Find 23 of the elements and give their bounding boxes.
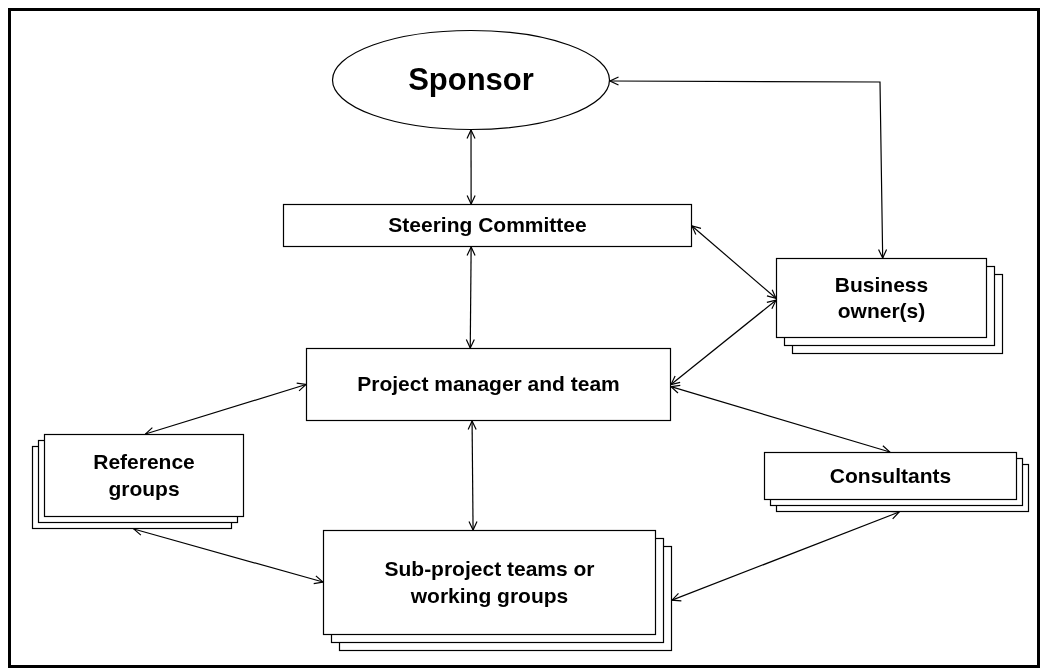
arrow	[670, 299, 777, 386]
node-label: Sub-project teams or working groups	[383, 556, 596, 609]
arrow	[144, 382, 307, 436]
node-label: Consultants	[829, 462, 952, 489]
node-label: Business owner(s)	[833, 271, 930, 324]
stacked-box	[323, 530, 672, 651]
stacked-box	[32, 434, 244, 529]
process-box	[306, 348, 671, 421]
arrow	[671, 510, 900, 602]
node-label: Sponsor	[408, 60, 534, 99]
ellipse-node	[332, 30, 610, 130]
arrow	[465, 246, 476, 349]
arrow	[466, 129, 476, 205]
node-label: Reference groups	[92, 449, 196, 502]
arrow	[609, 76, 888, 259]
node-label: Steering Committee	[388, 212, 587, 239]
stacked-box	[776, 258, 1003, 354]
arrow	[670, 384, 891, 454]
arrow	[467, 420, 478, 531]
arrow	[691, 225, 777, 299]
stacked-box	[764, 452, 1029, 512]
process-box	[283, 204, 692, 247]
node-label: Project manager and team	[357, 371, 620, 398]
